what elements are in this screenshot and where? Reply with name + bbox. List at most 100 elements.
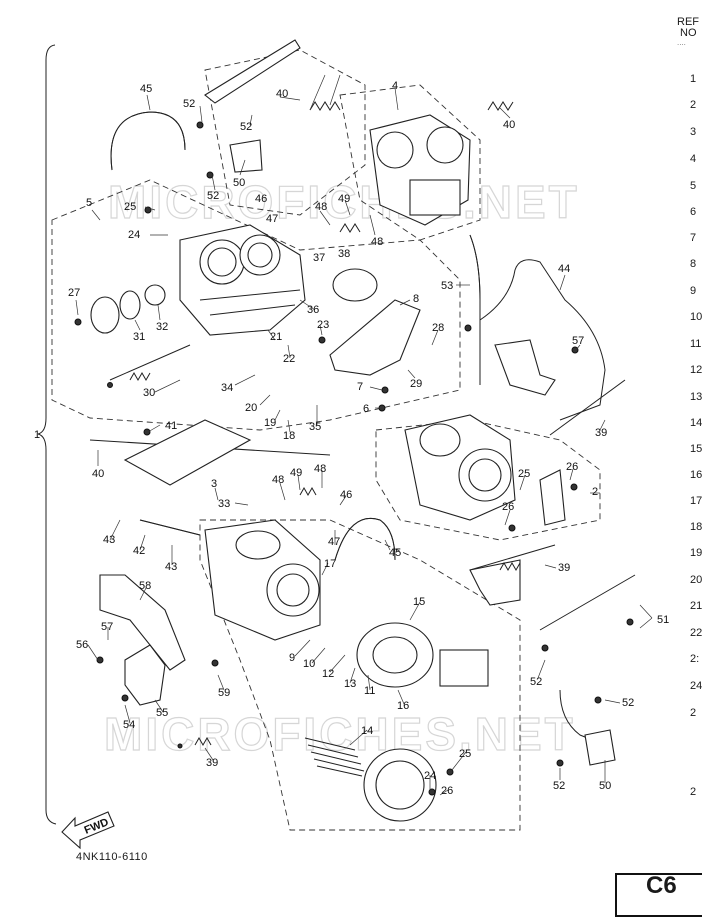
callout-52: 52 <box>622 697 634 709</box>
ref-header: REF NO .... <box>677 17 699 48</box>
callout-39: 39 <box>206 757 218 769</box>
callout-24: 24 <box>128 229 140 241</box>
ref-row: 18 <box>690 521 702 533</box>
callout-34: 34 <box>221 382 233 394</box>
hose-53-inner <box>469 234 481 385</box>
callout-54: 54 <box>123 719 135 731</box>
cable-50-lower <box>559 689 606 746</box>
ref-row: 24 <box>690 680 702 692</box>
callout-48: 48 <box>272 474 284 486</box>
callout-50: 50 <box>599 780 611 792</box>
ref-row: 8 <box>690 258 697 270</box>
callout-40: 40 <box>276 88 288 100</box>
callout-28: 28 <box>432 322 444 334</box>
hose-45-upper <box>110 111 186 171</box>
watermark-bottom: MICROFICHES.NET <box>104 708 576 760</box>
callout-50: 50 <box>233 177 245 189</box>
hose-45-upper-inner <box>110 111 186 171</box>
callout-8: 8 <box>413 293 419 305</box>
ref-row: 20 <box>690 574 702 586</box>
callout-29: 29 <box>410 378 422 390</box>
hose-45-lower <box>334 518 396 561</box>
callout-52: 52 <box>183 98 195 110</box>
callout-numbers: 45 52 52 52 40 50 46 47 4 40 5 25 24 48 … <box>34 80 669 797</box>
sensor-50 <box>584 729 616 766</box>
ref-row: 9 <box>690 285 697 297</box>
callout-23: 23 <box>317 319 329 331</box>
diagram-code: 4NK110-6110 <box>76 851 148 863</box>
callout-5: 5 <box>86 197 92 209</box>
callout-44: 44 <box>558 263 570 275</box>
ref-row: 17 <box>690 495 702 507</box>
ref-row: 11 <box>690 338 702 350</box>
ref-row: 2 <box>690 99 697 111</box>
assembly-bracket <box>37 44 57 825</box>
callout-31: 31 <box>133 331 145 343</box>
callout-48: 48 <box>315 201 327 213</box>
ref-row: 15 <box>690 443 702 455</box>
ref-header-dots: .... <box>677 38 686 47</box>
callout-30: 30 <box>143 387 155 399</box>
screws <box>74 121 634 796</box>
callout-43: 43 <box>165 561 177 573</box>
callout-17: 17 <box>324 558 336 570</box>
plate-41 <box>123 419 252 486</box>
cover-27 <box>90 296 120 334</box>
callout-38: 38 <box>338 248 350 260</box>
callout-3: 3 <box>211 478 217 490</box>
cover-8 <box>329 299 421 376</box>
callout-7: 7 <box>357 381 363 393</box>
callout-58: 58 <box>139 580 151 592</box>
callout-9: 9 <box>289 652 295 664</box>
callout-13: 13 <box>344 678 356 690</box>
callout-10: 10 <box>303 658 315 670</box>
callout-39: 39 <box>558 562 570 574</box>
ref-header-line2: NO <box>680 27 697 39</box>
callout-25: 25 <box>459 748 471 760</box>
callout-19: 19 <box>264 417 276 429</box>
ref-row: 5 <box>690 180 697 192</box>
callout-21: 21 <box>270 331 282 343</box>
link-rod-lower <box>539 574 636 631</box>
ref-row: 22 <box>690 627 702 639</box>
callout-40: 40 <box>503 119 515 131</box>
callout-16: 16 <box>397 700 409 712</box>
linkage-group-outline <box>204 49 366 216</box>
callout-55: 55 <box>156 707 168 719</box>
right-carb-group-outline <box>375 419 601 541</box>
shaft-30 <box>109 344 191 381</box>
spring-31 <box>119 290 141 320</box>
callout-33: 33 <box>218 498 230 510</box>
shaft-throttle-lower <box>469 544 556 571</box>
ref-row: 2 <box>690 707 697 719</box>
callout-4: 4 <box>392 80 398 92</box>
callout-24: 24 <box>424 770 436 782</box>
callout-6: 6 <box>363 403 369 415</box>
callout-2: 2 <box>592 486 598 498</box>
callout-52: 52 <box>207 190 219 202</box>
middle-carburetor-body <box>404 414 516 521</box>
callout-56: 56 <box>76 639 88 651</box>
ref-row: 12 <box>690 364 702 376</box>
callout-12: 12 <box>322 668 334 680</box>
float-chamber <box>356 622 489 688</box>
callout-14: 14 <box>361 725 373 737</box>
bracket-lower-right <box>469 559 521 606</box>
bracket-26-right <box>539 469 566 526</box>
ref-row: 2: <box>690 653 700 665</box>
callout-52: 52 <box>553 780 565 792</box>
callout-49: 49 <box>290 467 302 479</box>
linkage-arm-upper <box>204 39 301 104</box>
callout-40: 40 <box>92 468 104 480</box>
ref-row: 19 <box>690 547 702 559</box>
page-marker-label: C6 <box>646 872 677 899</box>
callout-52: 52 <box>240 121 252 133</box>
callout-57: 57 <box>572 335 584 347</box>
hose-53 <box>469 234 481 385</box>
callout-25: 25 <box>518 468 530 480</box>
callout-35: 35 <box>309 421 321 433</box>
ref-row: 2 <box>690 786 697 798</box>
ref-row: 14 <box>690 417 702 429</box>
bracket-57-right <box>494 339 556 396</box>
callout-11: 11 <box>364 685 375 697</box>
